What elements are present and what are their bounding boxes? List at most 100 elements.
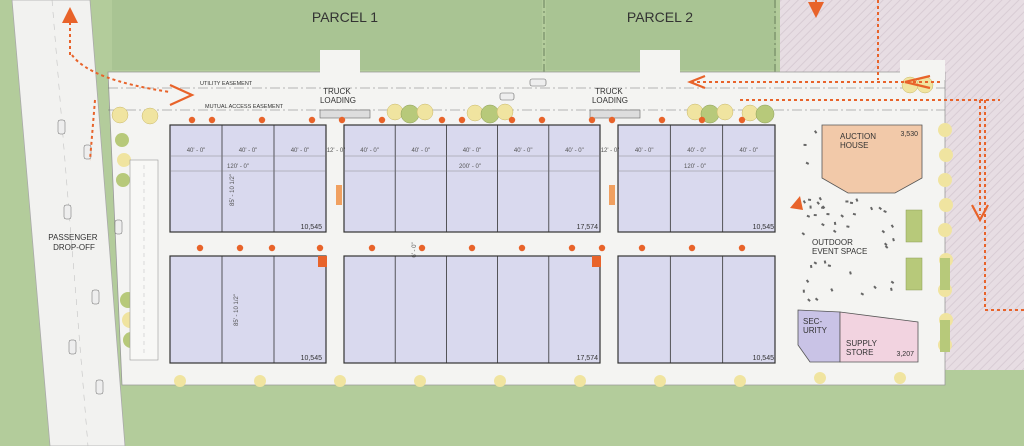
planter <box>905 257 923 291</box>
seat <box>806 214 811 218</box>
light-dot <box>658 116 666 124</box>
seat <box>802 200 806 204</box>
seat <box>816 201 820 205</box>
seat <box>892 237 895 242</box>
light-dot <box>538 116 546 124</box>
seat <box>845 200 849 203</box>
bay-dimension: 40' - 0" <box>514 148 533 154</box>
light-dot <box>268 244 276 252</box>
seat <box>883 210 887 213</box>
seat <box>852 212 857 216</box>
seat <box>890 224 894 228</box>
supply-store-area: 3,207 <box>896 351 914 358</box>
seat <box>840 214 844 218</box>
mutual-easement-label: MUTUAL ACCESS EASEMENT <box>205 104 284 110</box>
light-dot <box>188 116 196 124</box>
dim-gap-1: 12' - 0" <box>327 148 346 154</box>
planter <box>940 258 950 290</box>
seat <box>807 198 812 202</box>
entry-marker <box>592 256 601 267</box>
seat <box>884 242 888 247</box>
dim-aisle: 6' - 0" <box>412 242 418 257</box>
seat <box>809 264 813 269</box>
area-label: 17,574 <box>577 224 599 231</box>
parcel-2-title: PARCEL 2 <box>627 9 693 25</box>
seat <box>807 298 811 302</box>
traffic-flow-arrows <box>62 0 1024 311</box>
seat <box>803 143 807 146</box>
truck-icon <box>319 109 371 119</box>
event-space-seating <box>801 130 895 302</box>
light-dot <box>208 116 216 124</box>
bay-dimension: 40' - 0" <box>740 148 759 154</box>
light-dot <box>236 244 244 252</box>
light-dot <box>308 116 316 124</box>
building <box>617 255 776 364</box>
bay-dimension: 40' - 0" <box>687 148 706 154</box>
entry-marker <box>318 256 327 267</box>
tree-row-top <box>111 76 934 125</box>
seat <box>805 161 810 165</box>
light-dot <box>598 244 606 252</box>
seat <box>849 271 852 275</box>
parcel-1-title: PARCEL 1 <box>312 9 378 25</box>
light-dot <box>588 116 596 124</box>
truck-loading-label-2: TRUCK LOADING <box>592 87 628 105</box>
seat <box>821 222 825 227</box>
seat <box>846 225 850 228</box>
seat <box>830 288 834 292</box>
dim-right-width: 120' - 0" <box>684 164 706 170</box>
seat <box>809 205 812 209</box>
auction-house-area: 3,530 <box>900 131 918 138</box>
security-building <box>797 309 841 363</box>
seat <box>884 245 889 249</box>
seat <box>823 260 827 264</box>
building <box>343 124 601 233</box>
supply-store <box>839 311 919 363</box>
light-dot <box>738 116 746 124</box>
light-dot <box>316 244 324 252</box>
dim-mid-width: 200' - 0" <box>459 164 481 170</box>
building <box>617 124 776 233</box>
planter <box>905 209 923 243</box>
entry-marker <box>336 185 342 205</box>
seat <box>860 292 865 296</box>
light-dot <box>378 116 386 124</box>
area-label: 10,545 <box>753 355 775 362</box>
light-dot <box>638 244 646 252</box>
dim-depth-bottom: 85' - 10 1/2" <box>234 294 240 326</box>
light-dot <box>468 244 476 252</box>
seat <box>833 221 837 226</box>
light-dot <box>688 244 696 252</box>
car-icon <box>499 92 515 101</box>
light-dot <box>698 116 706 124</box>
area-label: 10,545 <box>301 224 323 231</box>
light-dot <box>338 116 346 124</box>
area-label: 17,574 <box>577 355 599 362</box>
seat <box>813 130 818 134</box>
seat <box>855 198 859 202</box>
street-cars <box>57 119 123 395</box>
area-label: 10,545 <box>753 224 775 231</box>
auction-house-label: AUCTION HOUSE <box>840 132 878 150</box>
entry-marker <box>790 196 803 210</box>
bay-dividers <box>221 125 724 363</box>
building <box>343 255 601 364</box>
truck-icon <box>589 109 641 119</box>
seat <box>890 280 895 285</box>
dim-left-width: 120' - 0" <box>227 164 249 170</box>
dim-depth-top: 85' - 10 1/2" <box>230 174 236 206</box>
entry-marker <box>609 185 615 205</box>
building <box>169 255 327 364</box>
seat <box>870 206 874 211</box>
planter <box>940 320 950 352</box>
seat <box>820 206 825 209</box>
seat <box>814 297 819 302</box>
bay-dimension: 40' - 0" <box>565 148 584 154</box>
seat <box>878 206 882 211</box>
light-dot <box>738 244 746 252</box>
seat <box>813 213 817 217</box>
light-dot <box>418 244 426 252</box>
supply-store-label: SUPPLY STORE <box>846 339 879 357</box>
